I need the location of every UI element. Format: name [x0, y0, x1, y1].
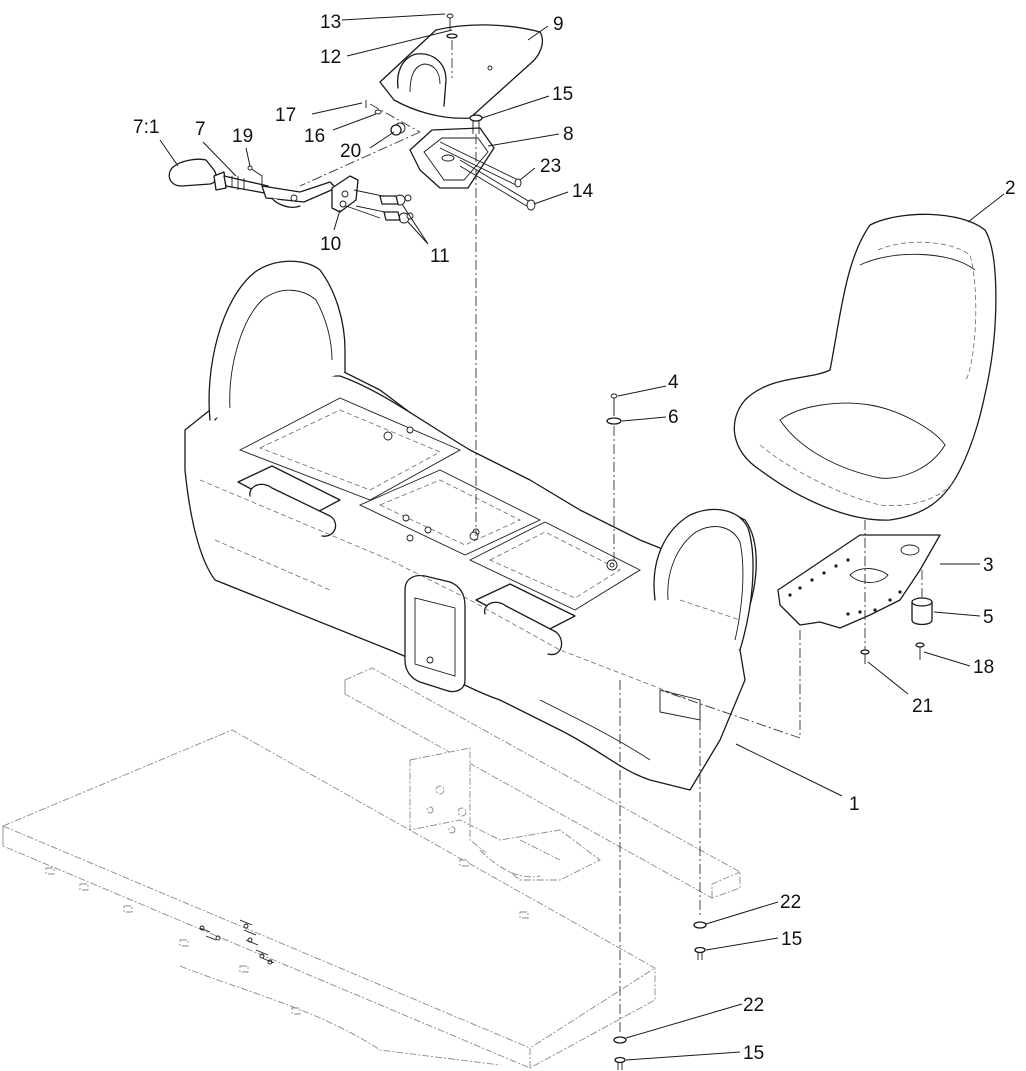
- callout-6: 6: [668, 407, 679, 428]
- spacer-part-5: [911, 597, 933, 626]
- callout-3: 3: [983, 555, 994, 576]
- callout-1: 1: [849, 794, 860, 815]
- callout-labels: 13 12 9 17 16 20 15 8 23 14 7:1 7 19 10 …: [133, 12, 1016, 1064]
- leader-lines: [159, 13, 1005, 1061]
- callout-13: 13: [320, 12, 341, 33]
- seat-bracket-part-3: [777, 534, 941, 629]
- callout-2: 2: [1005, 178, 1016, 199]
- callout-19: 19: [232, 126, 253, 147]
- callout-15-middle: 15: [781, 929, 802, 950]
- seat-pan-part-1: [184, 260, 757, 791]
- callout-4: 4: [668, 372, 679, 393]
- rod-part-14: [459, 159, 536, 211]
- callout-20: 20: [340, 141, 361, 162]
- bolt-part-4: [610, 393, 618, 416]
- washer-part-6: [606, 417, 622, 425]
- callout-14: 14: [572, 181, 594, 202]
- callout-9: 9: [553, 14, 564, 35]
- callout-17: 17: [275, 105, 296, 126]
- washer-part-22-lower: [613, 1036, 627, 1044]
- assembly-centerlines: [299, 40, 923, 1034]
- screw-part-18: [915, 642, 925, 660]
- pivot-bracket-part-10: [331, 175, 359, 213]
- seat-adjust-lever-part-7: [168, 158, 337, 208]
- callout-22-upper: 22: [780, 892, 801, 913]
- seat-part-2: [733, 213, 997, 521]
- callout-15-lower: 15: [743, 1043, 764, 1064]
- linkage-rods-part-11: [345, 189, 414, 224]
- callout-15-top: 15: [552, 84, 573, 105]
- washer-part-22-upper: [693, 921, 707, 929]
- callout-16: 16: [304, 126, 325, 147]
- small-hardware-parts-12-13-16-17-20: [365, 13, 458, 136]
- seat-support-frame: [344, 667, 741, 899]
- bolt-part-15-top: [469, 114, 483, 134]
- callout-22-lower: 22: [743, 995, 764, 1016]
- screw-part-21: [860, 649, 870, 664]
- callout-11: 11: [430, 246, 450, 267]
- bolt-part-15-upper: [694, 946, 706, 960]
- callout-5: 5: [983, 607, 994, 628]
- bolt-part-15-lower: [614, 1056, 626, 1070]
- callout-12: 12: [320, 47, 341, 68]
- callout-23: 23: [540, 156, 561, 177]
- callout-7-1: 7:1: [133, 117, 159, 138]
- callout-7: 7: [195, 119, 206, 140]
- callout-10: 10: [320, 234, 341, 255]
- floor-pan: [2, 729, 656, 1069]
- callout-8: 8: [563, 124, 574, 145]
- callout-21: 21: [912, 696, 933, 717]
- housing-part-9: [379, 24, 544, 119]
- callout-18: 18: [973, 657, 994, 678]
- rod-part-23: [439, 141, 522, 188]
